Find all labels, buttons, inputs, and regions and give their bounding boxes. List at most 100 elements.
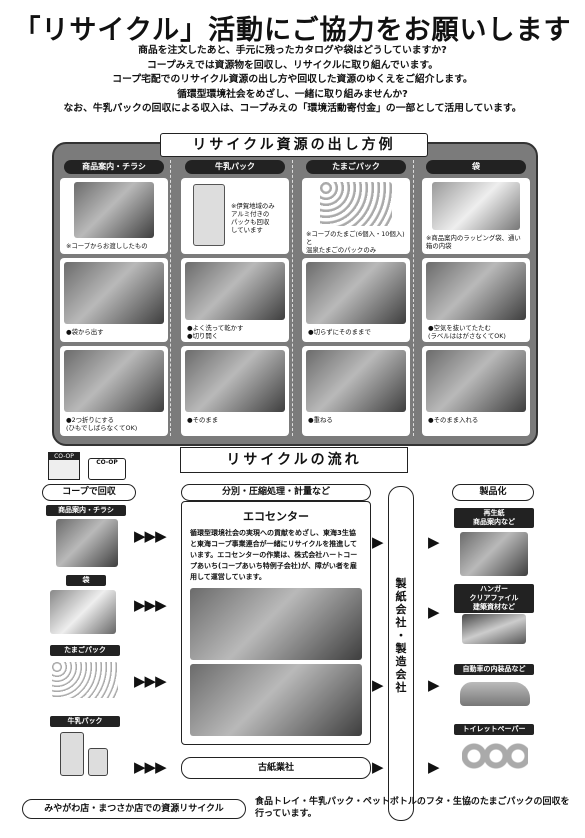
step2-photo: [185, 350, 285, 412]
step1-caption: ●空気を抜いてたたむ (ラベルははがさなくてOK): [428, 324, 506, 340]
store-sign: CO-OP: [49, 453, 79, 460]
eco-center-box: エコセンター 循環型環境社会の実現への貢献をめざし、東海3生協と東海コープ事業連…: [181, 501, 371, 745]
arrow-icon: ▶: [428, 676, 440, 694]
flow-arrows-icon: ▶▶▶: [134, 527, 167, 545]
step2-caption: ●2つ折りにする (ひもでしばらなくてOK): [66, 416, 138, 432]
egg-pack-image: [52, 662, 118, 698]
truck-logo: CO-OP: [96, 459, 118, 466]
step1-caption: ●切らずにそのままで: [308, 328, 371, 336]
factory-label: 製紙会社・製造会社: [395, 577, 407, 694]
step2-caption: ●そのまま入れる: [428, 416, 479, 424]
column-head: 牛乳パック: [185, 160, 285, 174]
arrow-icon: ▶: [372, 758, 384, 776]
eco-center-text: 循環型環境社会の実現への貢献をめざし、東海3生協と東海コープ事業連合が一緒にリサ…: [190, 529, 358, 581]
arrow-icon: ▶: [428, 758, 440, 776]
collect-header: コープで回収: [42, 484, 136, 501]
product-label: 再生紙 商品案内など: [454, 508, 534, 528]
column-divider: [413, 160, 414, 436]
catalog-image: [56, 519, 118, 567]
bag-image: [432, 182, 520, 230]
item-illustration-box: ※伊賀地域のみ アルミ付きの パックも回収 しています: [181, 178, 289, 254]
product-label: 自動車の内装品など: [454, 664, 534, 675]
collect-item-label: たまごパック: [50, 645, 120, 656]
milk-carton-image: [88, 748, 108, 776]
howto-column-milk: 牛乳パック ※伊賀地域のみ アルミ付きの パックも回収 しています ●よく洗って…: [177, 160, 293, 436]
store-recycling-title: みやがわ店・まつさか店での資源リサイクル: [22, 799, 246, 819]
eco-center-photo: [190, 588, 362, 660]
howto-title: リサイクル資源の出し方例: [160, 133, 428, 157]
step2-box: ●そのまま: [181, 346, 289, 436]
factory-box: 製紙会社・製造会社: [388, 486, 414, 821]
column-note: ※商品案内のラッピング袋、通い 箱の内袋: [426, 234, 521, 250]
eco-center-title: エコセンター: [243, 510, 309, 523]
hanger-image: [462, 614, 526, 644]
bag-image: [50, 590, 116, 634]
step1-photo: [306, 262, 406, 324]
step2-photo: [306, 350, 406, 412]
column-head: 袋: [426, 160, 526, 174]
collect-item-label: 袋: [66, 575, 106, 586]
item-illustration-box: ※商品案内のラッピング袋、通い 箱の内袋: [422, 178, 530, 254]
intro-line: 商品を注文したあと、手元に残ったカタログや袋はどうしていますか?: [138, 45, 447, 56]
step2-box: ●そのまま入れる: [422, 346, 530, 436]
store-recycling-text: 食品トレイ・牛乳パック・ペットボトルのフタ・生協のたまごパックの回収を行っていま…: [255, 797, 570, 819]
arrow-icon: ▶: [428, 603, 440, 621]
step1-photo: [64, 262, 164, 324]
column-divider: [292, 160, 293, 436]
step2-photo: [64, 350, 164, 412]
column-head: たまごパック: [306, 160, 406, 174]
step2-caption: ●重ねる: [308, 416, 333, 424]
intro-line: 循環型環境社会をめざし、一緒に取り組みませんか?: [177, 88, 408, 100]
step1-box: ●空気を抜いてたたむ (ラベルははがさなくてOK): [422, 258, 530, 342]
arrow-icon: ▶: [428, 533, 440, 551]
flow-arrows-icon: ▶▶▶: [134, 758, 167, 776]
step1-photo: [185, 262, 285, 320]
flow-arrows-icon: ▶▶▶: [134, 672, 167, 690]
item-illustration-box: ※コープからお渡ししたもの: [60, 178, 168, 254]
step2-photo: [426, 350, 526, 412]
paper-company-box: 古紙業社: [181, 757, 371, 779]
intro-line: コープみえでは資源物を回収し、リサイクルに取り組んでいます。: [146, 59, 439, 71]
recycled-catalog-image: [460, 532, 528, 576]
step1-box: ●よく洗って乾かす ●切り開く: [181, 258, 289, 342]
milk-carton-image: [60, 732, 84, 776]
collect-item-label: 牛乳パック: [50, 716, 120, 727]
flow-arrows-icon: ▶▶▶: [134, 596, 167, 614]
toilet-paper-image: [462, 742, 528, 780]
intro-line: コープ宅配でのリサイクル資源の出し方や回収した資源のゆくえをご紹介します。: [112, 74, 473, 85]
step1-box: ●切らずにそのままで: [302, 258, 410, 342]
column-head: 商品案内・チラシ: [64, 160, 164, 174]
arrow-icon: ▶: [372, 676, 384, 694]
collect-item-label: 商品案内・チラシ: [46, 505, 126, 516]
flow-title: リサイクルの流れ: [180, 447, 408, 473]
eco-center-photo: [190, 664, 362, 736]
step1-box: ●袋から出す: [60, 258, 168, 342]
step2-box: ●重ねる: [302, 346, 410, 436]
catalog-image: [74, 182, 154, 238]
howto-column-egg: たまごパック ※コープのたまご(6個入・10個入)と 温泉たまごのパックのみ ●…: [298, 160, 414, 436]
column-divider: [170, 160, 171, 436]
step1-caption: ●よく洗って乾かす ●切り開く: [187, 324, 244, 340]
step2-caption: ●そのまま: [187, 416, 219, 424]
product-label: トイレットペーパー: [454, 724, 534, 735]
arrow-icon: ▶: [372, 533, 384, 551]
intro-text: 商品を注文したあと、手元に残ったカタログや袋はどうしていますか? コープみえでは…: [0, 44, 585, 117]
column-note: ※伊賀地域のみ アルミ付きの パックも回収 しています: [231, 202, 275, 234]
product-header: 製品化: [452, 484, 534, 501]
store-icon: CO-OP: [48, 452, 80, 480]
product-label: ハンガー クリアファイル 建築資材など: [454, 584, 534, 613]
item-illustration-box: ※コープのたまご(6個入・10個入)と 温泉たまごのパックのみ: [302, 178, 410, 254]
howto-column-bag: 袋 ※商品案内のラッピング袋、通い 箱の内袋 ●空気を抜いてたたむ (ラベルはは…: [418, 160, 534, 436]
column-note: ※コープからお渡ししたもの: [66, 242, 148, 250]
step1-photo: [426, 262, 526, 320]
truck-icon: CO-OP: [88, 458, 126, 480]
intro-line: なお、牛乳パックの回収による収入は、コープみえの「環境活動寄付金」の一部として活…: [63, 103, 522, 114]
page-title: 「リサイクル」活動にご協力をお願いします: [13, 15, 572, 46]
egg-pack-image: [320, 182, 392, 226]
howto-column-catalog: 商品案内・チラシ ※コープからお渡ししたもの ●袋から出す ●2つ折りにする (…: [56, 160, 172, 436]
column-note: ※コープのたまご(6個入・10個入)と 温泉たまごのパックのみ: [306, 230, 405, 254]
step1-caption: ●袋から出す: [66, 328, 104, 336]
process-header: 分別・圧縮処理・計量など: [181, 484, 371, 501]
car-image: [460, 682, 530, 706]
step2-box: ●2つ折りにする (ひもでしばらなくてOK): [60, 346, 168, 436]
